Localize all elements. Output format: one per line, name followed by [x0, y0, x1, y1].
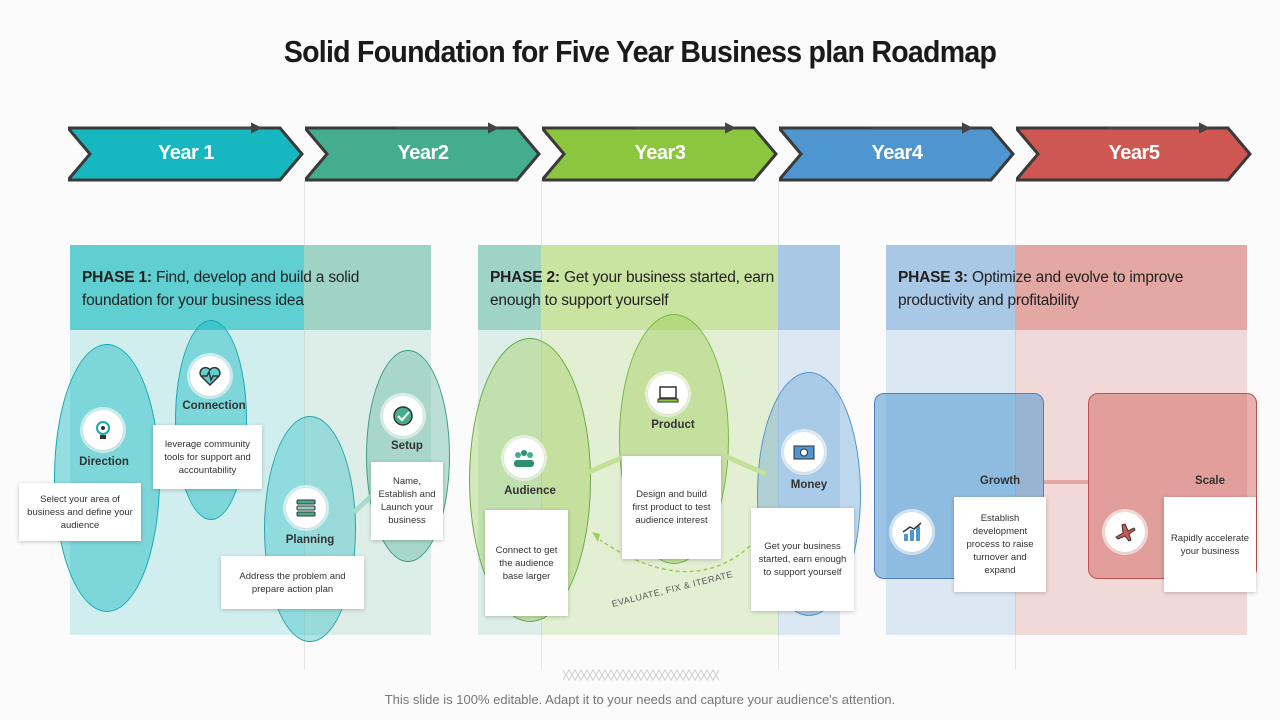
money-icon [784, 432, 824, 472]
phase3-prefix: PHASE 3: [898, 269, 968, 286]
target-check-icon [383, 396, 423, 436]
direction-label: Direction [79, 456, 129, 468]
connector-lines [583, 453, 768, 477]
lightbulb-gear-icon [83, 410, 123, 450]
connection-ellipse [175, 320, 247, 520]
phase2-header-right [778, 245, 840, 330]
phase1-header-left [70, 245, 304, 330]
phase2-heading: PHASE 2: Get your business started, earn… [490, 266, 790, 312]
year-4-chevron: Year4 [775, 126, 1015, 182]
year-2-label: Year2 [397, 142, 449, 164]
phase2-header-left [478, 245, 541, 330]
direction-card: Select your area of business and define … [19, 483, 141, 541]
bar-chart-icon [892, 512, 932, 552]
phase1-heading: PHASE 1: Find, develop and build a solid… [82, 266, 412, 312]
phase3-heading: PHASE 3: Optimize and evolve to improve … [898, 266, 1218, 312]
audience-card: Connect to get the audience base larger [485, 510, 568, 616]
phase2-prefix: PHASE 2: [490, 269, 560, 286]
growth-scale-connector [1044, 480, 1088, 484]
connection-label: Connection [182, 400, 246, 412]
connector-line [352, 492, 376, 514]
setup-card: Name, Establish and Launch your business [371, 462, 443, 540]
year-3-chevron: Year3 [538, 126, 778, 182]
airplane-icon [1105, 512, 1145, 552]
money-card: Get your business started, earn enough t… [751, 508, 854, 611]
slide-title: Solid Foundation for Five Year Business … [283, 34, 997, 69]
stack-icon [286, 488, 326, 528]
planning-card: Address the problem and prepare action p… [221, 556, 364, 609]
planning-label: Planning [285, 534, 335, 546]
footer-note: This slide is 100% editable. Adapt it to… [384, 692, 896, 707]
phase3-header-right [1015, 245, 1247, 330]
iterate-arrow [592, 532, 751, 573]
phase2-header-mid [541, 245, 778, 330]
zigzag-decoration [563, 669, 719, 681]
setup-label: Setup [391, 440, 423, 452]
phase1-header-right [304, 245, 431, 330]
year-2-chevron: Year2 [301, 126, 541, 182]
year-3-label: Year3 [634, 142, 686, 164]
phase3-header-left [886, 245, 1015, 330]
laptop-icon [648, 374, 688, 414]
money-label: Money [790, 479, 828, 491]
product-label: Product [651, 419, 695, 431]
phase2-text: Get your business started, earn enough t… [490, 269, 775, 309]
scale-label: Scale [1194, 475, 1226, 487]
connection-card: leverage community tools for support and… [153, 425, 262, 489]
timeline-arrows [160, 122, 1211, 134]
growth-card: Establish development process to raise t… [954, 497, 1046, 592]
product-card: Design and build first product to test a… [622, 456, 721, 559]
direction-ellipse [54, 344, 160, 612]
audience-label: Audience [504, 485, 556, 497]
group-icon [504, 438, 544, 478]
year-1-chevron: Year 1 [64, 122, 304, 182]
growth-label: Growth [979, 475, 1021, 487]
heartbeat-icon [190, 356, 230, 396]
scale-card: Rapidly accelerate your business [1164, 497, 1256, 592]
phase1-text: Find, develop and build a solid foundati… [82, 269, 360, 309]
year-5-chevron: Year5 [1012, 126, 1252, 182]
phase3-text: Optimize and evolve to improve productiv… [898, 269, 1184, 309]
year-4-label: Year4 [871, 142, 923, 164]
year-5-label: Year5 [1108, 142, 1160, 164]
year-1-label: Year 1 [158, 142, 214, 164]
phase1-prefix: PHASE 1: [82, 269, 152, 286]
